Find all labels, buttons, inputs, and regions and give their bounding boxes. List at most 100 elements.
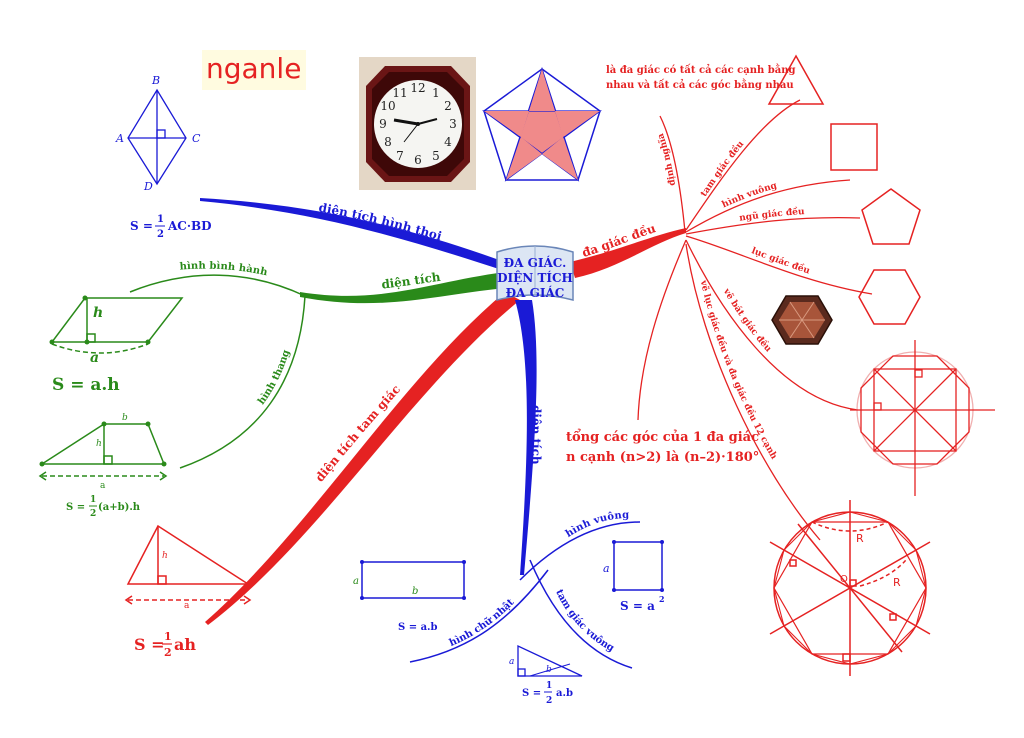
clock-n9: 9 <box>379 117 387 131</box>
branch-trapezoid <box>179 295 306 469</box>
label-rectangle: hình chữ nhật <box>448 597 517 649</box>
clock-n12: 12 <box>410 81 425 95</box>
label-equilateral: tam giác đều <box>699 139 746 199</box>
triangle-formula-prefix: S = <box>134 635 165 654</box>
parallelogram-figure <box>50 297 184 354</box>
angle-sum-line-1: tổng các góc của 1 đa giác <box>566 429 759 445</box>
octagon-clock-photo: 12 1 2 3 4 5 6 7 8 9 10 11 <box>359 57 476 190</box>
rectangle-label-a: a <box>353 576 359 587</box>
parallelogram-label-h: h <box>93 305 103 321</box>
square-label-a: a <box>603 562 610 575</box>
branch-regular-polygon <box>570 228 686 278</box>
square-figure <box>612 540 664 592</box>
clock-n10: 10 <box>380 99 395 113</box>
angle-sum-line-2: n cạnh (n>2) là (n–2)·180° <box>566 450 759 465</box>
star-pentagon-figure <box>482 66 602 182</box>
rhombus-frac-num: 1 <box>157 214 164 225</box>
equilateral-triangle-figure <box>767 54 825 105</box>
square-formula: S = a <box>620 599 655 613</box>
right-triangle-formula-rest: a.b <box>556 688 573 699</box>
center-line-3: ĐA GIÁC <box>506 285 565 300</box>
svg-text:tam giác vuông: tam giác vuông <box>553 588 616 654</box>
parallelogram-formula: S = a.h <box>52 375 120 395</box>
definition-line-1: là đa giác có tất cả các cạnh bằng <box>606 64 796 76</box>
branch-equilateral <box>685 99 801 231</box>
rhombus-label-c: C <box>192 132 201 145</box>
right-triangle-frac-den: 2 <box>546 696 552 706</box>
hexagonal-box-photo <box>771 295 833 345</box>
svg-text:hình vuông: hình vuông <box>721 181 779 211</box>
label-octagon: vẽ bát giác đều <box>720 286 773 354</box>
parallelogram-label-a: a <box>90 350 99 366</box>
definition-line-2: nhau và tất cả các góc bằng nhau <box>606 79 794 91</box>
branch-square-red <box>685 179 851 233</box>
branch-triangle-area <box>205 292 520 625</box>
triangle-formula-rest: ah <box>174 635 196 654</box>
trapezoid-label-a: a <box>100 481 106 491</box>
rhombus-label-a: A <box>115 132 124 145</box>
branch-area-green <box>300 272 505 304</box>
rectangle-figure <box>360 560 466 600</box>
square-red-figure <box>830 123 878 171</box>
trapezoid-frac-num: 1 <box>90 495 96 505</box>
right-triangle-figure <box>517 644 583 677</box>
triangle-frac-num: 1 <box>164 630 172 643</box>
octagon-construction-figure <box>850 340 995 496</box>
circle-label-o: O <box>840 574 848 585</box>
pentagon-figure <box>861 188 921 245</box>
svg-text:hình chữ nhật: hình chữ nhật <box>448 597 517 649</box>
triangle-frac-den: 2 <box>164 646 172 659</box>
svg-text:hình vuông: hình vuông <box>564 510 629 540</box>
rhombus-formula-prefix: S = <box>130 219 153 233</box>
rhombus-frac-den: 2 <box>157 229 164 240</box>
right-triangle-label-a: a <box>509 657 514 667</box>
label-area-blue: diện tích <box>529 405 543 465</box>
clock-n3: 3 <box>449 117 457 131</box>
branch-parallelogram <box>129 274 306 297</box>
right-triangle-frac-num: 1 <box>546 681 552 691</box>
svg-text:tam giác đều: tam giác đều <box>699 139 746 199</box>
center-line-1: ĐA GIÁC. <box>504 255 567 270</box>
hexagon-figure <box>858 269 921 325</box>
branch-angle-sum <box>637 239 687 421</box>
branch-hexagon <box>685 235 873 295</box>
branch-area-blue <box>515 300 537 575</box>
branch-definition <box>659 115 686 233</box>
rhombus-label-d: D <box>143 180 153 193</box>
clock-n11: 11 <box>392 86 407 100</box>
trapezoid-label-h: h <box>96 439 102 449</box>
right-triangle-formula-prefix: S = <box>522 688 541 699</box>
clock-n8: 8 <box>384 135 392 149</box>
rectangle-formula: S = a.b <box>398 622 438 633</box>
dodecagon-construction-figure <box>769 500 931 676</box>
circle-label-r2: R <box>893 576 901 589</box>
clock-n1: 1 <box>432 86 440 100</box>
center-line-2: DIỆN TÍCH <box>497 270 573 285</box>
rectangle-label-b: b <box>412 586 418 597</box>
central-node: ĐA GIÁC. DIỆN TÍCH ĐA GIÁC <box>496 245 574 301</box>
right-triangle-label-b: b <box>546 665 552 675</box>
triangle-figure <box>124 524 252 605</box>
clock-n2: 2 <box>444 99 452 113</box>
trapezoid-formula-prefix: S = <box>66 502 85 513</box>
svg-text:vẽ bát giác đều: vẽ bát giác đều <box>720 286 773 354</box>
label-square: hình vuông <box>564 510 629 540</box>
branch-rectangle <box>409 569 549 663</box>
clock-n5: 5 <box>432 149 440 163</box>
branch-pentagon <box>685 216 861 235</box>
rhombus-formula-rest: AC·BD <box>167 219 212 233</box>
brand-label: nganle <box>206 52 302 85</box>
branch-hex12 <box>685 243 821 541</box>
brand-label-box: nganle <box>202 50 306 90</box>
branch-octagon <box>685 239 859 411</box>
triangle-label-a: a <box>184 601 190 611</box>
trapezoid-figure <box>38 423 168 481</box>
rhombus-label-b: B <box>151 74 160 87</box>
label-square-red: hình vuông <box>721 181 779 211</box>
triangle-label-h: h <box>162 551 168 561</box>
trapezoid-formula-rest: (a+b).h <box>98 502 141 513</box>
circle-label-r1: R <box>856 532 864 545</box>
clock-n7: 7 <box>396 149 404 163</box>
trapezoid-frac-den: 2 <box>90 509 96 519</box>
